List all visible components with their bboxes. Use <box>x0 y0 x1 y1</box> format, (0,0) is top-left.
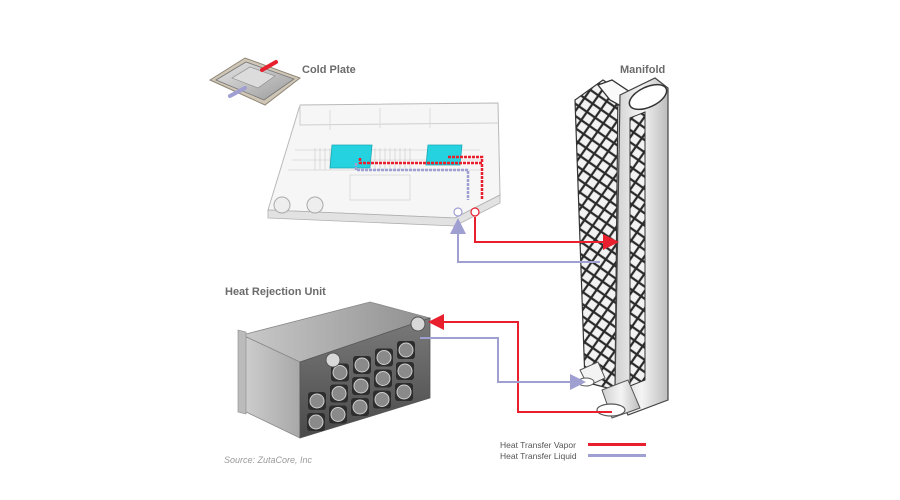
legend-item-liquid: Heat Transfer Liquid <box>500 450 646 461</box>
legend-label-liquid: Heat Transfer Liquid <box>500 450 577 461</box>
source-caption: Source: ZutaCore, Inc <box>224 455 313 465</box>
fan-blade <box>308 414 324 430</box>
liquid-line-hru-to-manifold <box>420 337 586 390</box>
fan-blade <box>397 363 413 379</box>
legend-swatch-vapor <box>588 443 646 446</box>
server-chassis-illustration <box>267 102 501 227</box>
manifold-label: Manifold <box>620 64 666 76</box>
heat-rejection-unit-illustration <box>237 301 432 439</box>
flow-lines <box>420 217 619 413</box>
liquid-line-manifold-to-server <box>450 218 600 263</box>
heat-rejection-unit-label: Heat Rejection Unit <box>225 286 326 298</box>
fan-blade <box>376 350 392 365</box>
fan-blade <box>330 407 346 422</box>
vapor-line-manifold-to-hru <box>428 314 612 413</box>
legend: Heat Transfer Vapor Heat Transfer Liquid <box>500 439 646 461</box>
fan-blade <box>375 371 391 386</box>
fan-blade <box>353 378 369 394</box>
manifold-illustration <box>574 77 669 419</box>
fan-blade <box>398 342 414 358</box>
fan-blade <box>352 399 368 415</box>
fan-blade <box>309 393 325 409</box>
cold-plate-illustration <box>208 57 302 106</box>
vapor-line-server-to-manifold <box>474 217 619 250</box>
fan-blade <box>396 384 412 400</box>
fan-blade <box>332 365 348 380</box>
fan-blade <box>354 357 370 373</box>
fan-blade <box>331 386 347 401</box>
legend-label-vapor: Heat Transfer Vapor <box>500 439 576 450</box>
legend-swatch-liquid <box>588 454 646 457</box>
legend-item-vapor: Heat Transfer Vapor <box>500 439 646 450</box>
fan-grid <box>307 341 415 431</box>
fan-blade <box>374 392 390 407</box>
cold-plate-label: Cold Plate <box>302 64 356 76</box>
